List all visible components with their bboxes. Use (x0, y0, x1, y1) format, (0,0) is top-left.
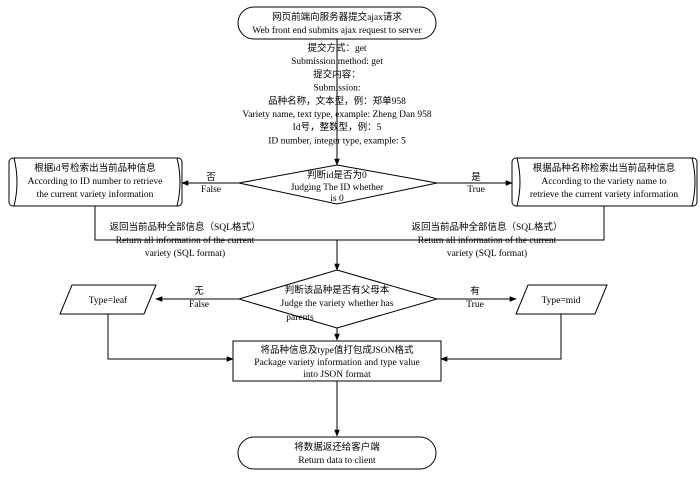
decision-parent-false-en: False (189, 300, 209, 310)
type-leaf-shape (59, 284, 157, 315)
end-terminator: 将数据返还给客户端 Return data to client (237, 436, 437, 470)
type-leaf-io: Type=leaf (59, 284, 157, 315)
start-terminator: 网页前端向服务器提交ajax请求 Web front end submits a… (237, 6, 437, 40)
retrieve-by-id-label-cn: 根据id号检索出当前品种信息 (34, 162, 155, 174)
package-label-en-1: Package variety information and type val… (254, 357, 419, 368)
arrow-retrieve-id-to-decision-parent (94, 206, 340, 271)
return-right-note: 返回当前品种全部信息（SQL格式） Return all information… (412, 221, 563, 259)
return-left-label-en-1: Return all information of the current (116, 235, 255, 246)
retrieve-by-name-shape (511, 157, 698, 207)
decision-id-false-en: False (201, 185, 221, 195)
start-label-en: Web front end submits ajax request to se… (252, 25, 422, 36)
retrieve-by-name-side-left (516, 157, 521, 207)
arrow-type-mid-to-package (440, 314, 562, 362)
decision-id-label-en-1: Judging The ID whether (291, 183, 384, 193)
retrieve-by-id-side-left (13, 157, 18, 207)
start-label-cn: 网页前端向服务器提交ajax请求 (272, 11, 402, 23)
retrieve-by-name-side-right (691, 157, 696, 207)
decision-id-label-en-2: is 0 (330, 194, 344, 204)
decision-parent-label-en-2: parents (286, 313, 314, 323)
decision-id-false-cn: 否 (206, 172, 216, 183)
arrow-retrieve-name-to-join (337, 206, 605, 241)
request-line: Submission method: get (291, 57, 383, 67)
request-line: 品种名称，文本型，例：郑单958 (268, 95, 406, 107)
request-line: ID number, integer type, example: 5 (268, 136, 406, 146)
package-shape (232, 340, 442, 382)
retrieve-by-name-label-cn: 根据品种名称检索出当前品种信息 (533, 162, 676, 174)
type-mid-label: Type=mid (542, 296, 581, 306)
decision-id-true-cn: 是 (471, 172, 481, 183)
retrieve-by-id-shape (8, 157, 183, 207)
decision-has-parents: 判断该品种是否有父母本 Judge the variety whether ha… (189, 269, 484, 329)
decision-parent-shape (237, 269, 439, 329)
decision-parent-true-en: True (466, 300, 484, 310)
type-mid-shape (515, 284, 608, 315)
return-left-label-cn: 返回当前品种全部信息（SQL格式） (110, 221, 261, 233)
decision-parent-true-cn: 有 (470, 285, 480, 297)
connectors (94, 39, 605, 437)
retrieve-by-id-side-right (176, 157, 181, 207)
package-label-en-2: into JSON format (303, 369, 371, 380)
decision-parent-label-en-1: Judge the variety whether has (281, 299, 394, 309)
package-json-process: 将品种信息及type值打包成JSON格式 Package variety inf… (232, 340, 442, 382)
retrieve-by-name-label-en-2: retrieve the current variety information (530, 189, 678, 200)
retrieve-by-id-process: 根据id号检索出当前品种信息 According to ID number to… (8, 157, 183, 207)
decision-parent-label-cn: 判断该品种是否有父母本 (285, 284, 390, 296)
end-label-cn: 将数据返还给客户端 (294, 441, 380, 453)
decision-parent-false-cn: 无 (194, 286, 204, 297)
end-label-en: Return data to client (298, 456, 376, 466)
request-line: 提交内容： (313, 68, 361, 80)
arrow-type-leaf-to-package (107, 314, 234, 362)
decision-id-zero: 判断id是否为0 Judging The ID whether is 0 否 F… (201, 164, 485, 205)
package-label-cn: 将品种信息及type值打包成JSON格式 (260, 344, 414, 356)
request-line: Variety name, text type, example: Zheng … (242, 110, 431, 120)
request-line: Id号，整数型，例：5 (293, 121, 382, 133)
request-line: 提交方式：get (307, 42, 366, 54)
return-right-label-en-2: variety (SQL format) (447, 248, 527, 259)
return-left-label-en-2: variety (SQL format) (145, 248, 225, 259)
end-shape (237, 436, 437, 470)
retrieve-by-id-label-en-1: According to ID number to retrieve (28, 177, 163, 187)
type-leaf-label: Type=leaf (89, 295, 128, 306)
request-line: Submission: (314, 84, 361, 94)
retrieve-by-id-label-en-2: the current variety information (37, 189, 154, 200)
retrieve-by-name-label-en-1: According to the variety name to (541, 177, 667, 187)
decision-id-shape (238, 164, 438, 205)
decision-id-true-en: True (467, 185, 485, 195)
start-shape (237, 6, 437, 40)
type-mid-io: Type=mid (515, 284, 608, 315)
retrieve-by-name-process: 根据品种名称检索出当前品种信息 According to the variety… (511, 157, 698, 207)
return-right-label-en-1: Return all information of the current (418, 235, 557, 246)
return-right-label-cn: 返回当前品种全部信息（SQL格式） (412, 221, 563, 233)
decision-id-label-cn: 判断id是否为0 (307, 169, 367, 181)
return-left-note: 返回当前品种全部信息（SQL格式） Return all information… (110, 221, 261, 259)
